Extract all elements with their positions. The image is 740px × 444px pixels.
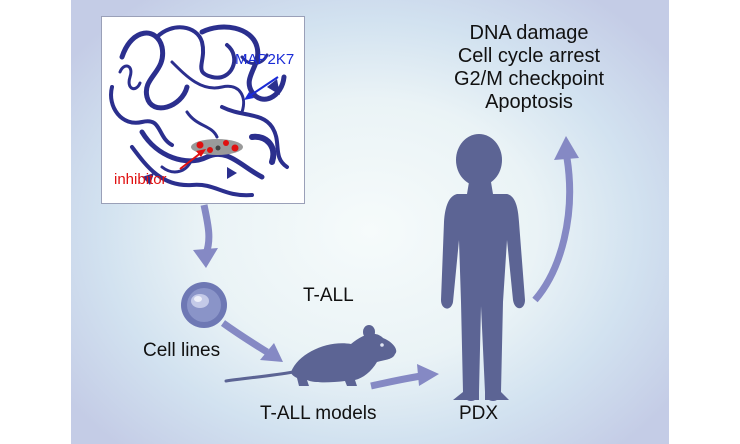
outcome-item: DNA damage — [469, 22, 589, 44]
inhibitor-label: inhibitor — [114, 171, 167, 188]
outcome-item: Cell cycle arrest — [457, 45, 601, 67]
protein-structure-panel: MAP2K7 inhibitor — [101, 16, 305, 204]
map2k7-label: MAP2K7 — [235, 51, 295, 68]
inhibitor-pointer-arrow — [179, 149, 206, 170]
child-silhouette — [441, 134, 525, 401]
arrow-structure-to-cells — [193, 204, 218, 268]
outcome-item: Apoptosis — [485, 91, 573, 113]
protein-ribbon-image — [109, 24, 289, 198]
workflow-diagram — [181, 134, 579, 401]
outcomes-list: DNA damage Cell cycle arrest G2/M checkp… — [409, 22, 649, 114]
figure-canvas: MAP2K7 inhibitor — [71, 0, 669, 444]
arrow-pdx-to-outcomes — [532, 136, 579, 303]
arrow-mouse-to-pdx — [370, 364, 439, 390]
map2k7-pointer-arrow — [244, 76, 279, 100]
pdx-label: PDX — [459, 403, 499, 424]
mouse-silhouette — [224, 325, 397, 386]
outcome-item: G2/M checkpoint — [453, 68, 605, 90]
cell-icon — [181, 282, 227, 328]
cell-lines-label: Cell lines — [143, 340, 221, 361]
arrow-cells-to-mouse — [220, 320, 283, 362]
mouse-models-label: T-ALL models — [260, 403, 377, 424]
disease-label: T-ALL — [303, 285, 354, 306]
